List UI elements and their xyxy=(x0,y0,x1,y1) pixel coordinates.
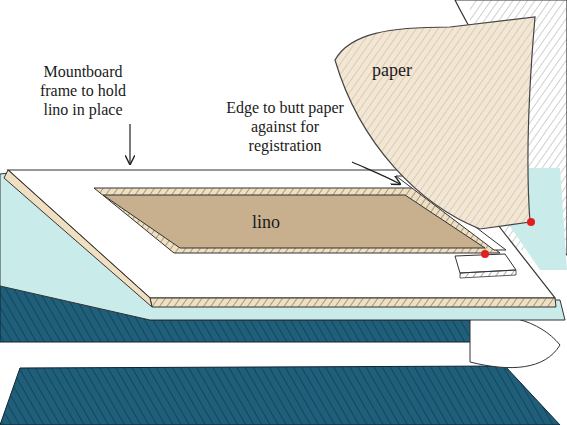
callout-label: Edge to butt paper against for registrat… xyxy=(226,98,344,155)
node-label: lino xyxy=(252,212,280,232)
lino-block: lino xyxy=(100,192,490,250)
mountboard-edge xyxy=(150,298,556,307)
mountboard-edge-texture xyxy=(150,298,556,307)
lino-shape xyxy=(103,195,485,248)
node-outline xyxy=(100,192,490,250)
leader-line xyxy=(129,124,130,164)
callout-label: Mountboard frame to hold lino in place xyxy=(26,62,140,119)
registration-dot xyxy=(527,218,535,226)
table-texture xyxy=(0,366,560,425)
roller-end xyxy=(470,316,560,367)
table-slab xyxy=(0,366,560,425)
node-label: paper xyxy=(372,60,412,80)
registration-stop-edge xyxy=(460,270,516,278)
registration-dot xyxy=(481,250,489,258)
